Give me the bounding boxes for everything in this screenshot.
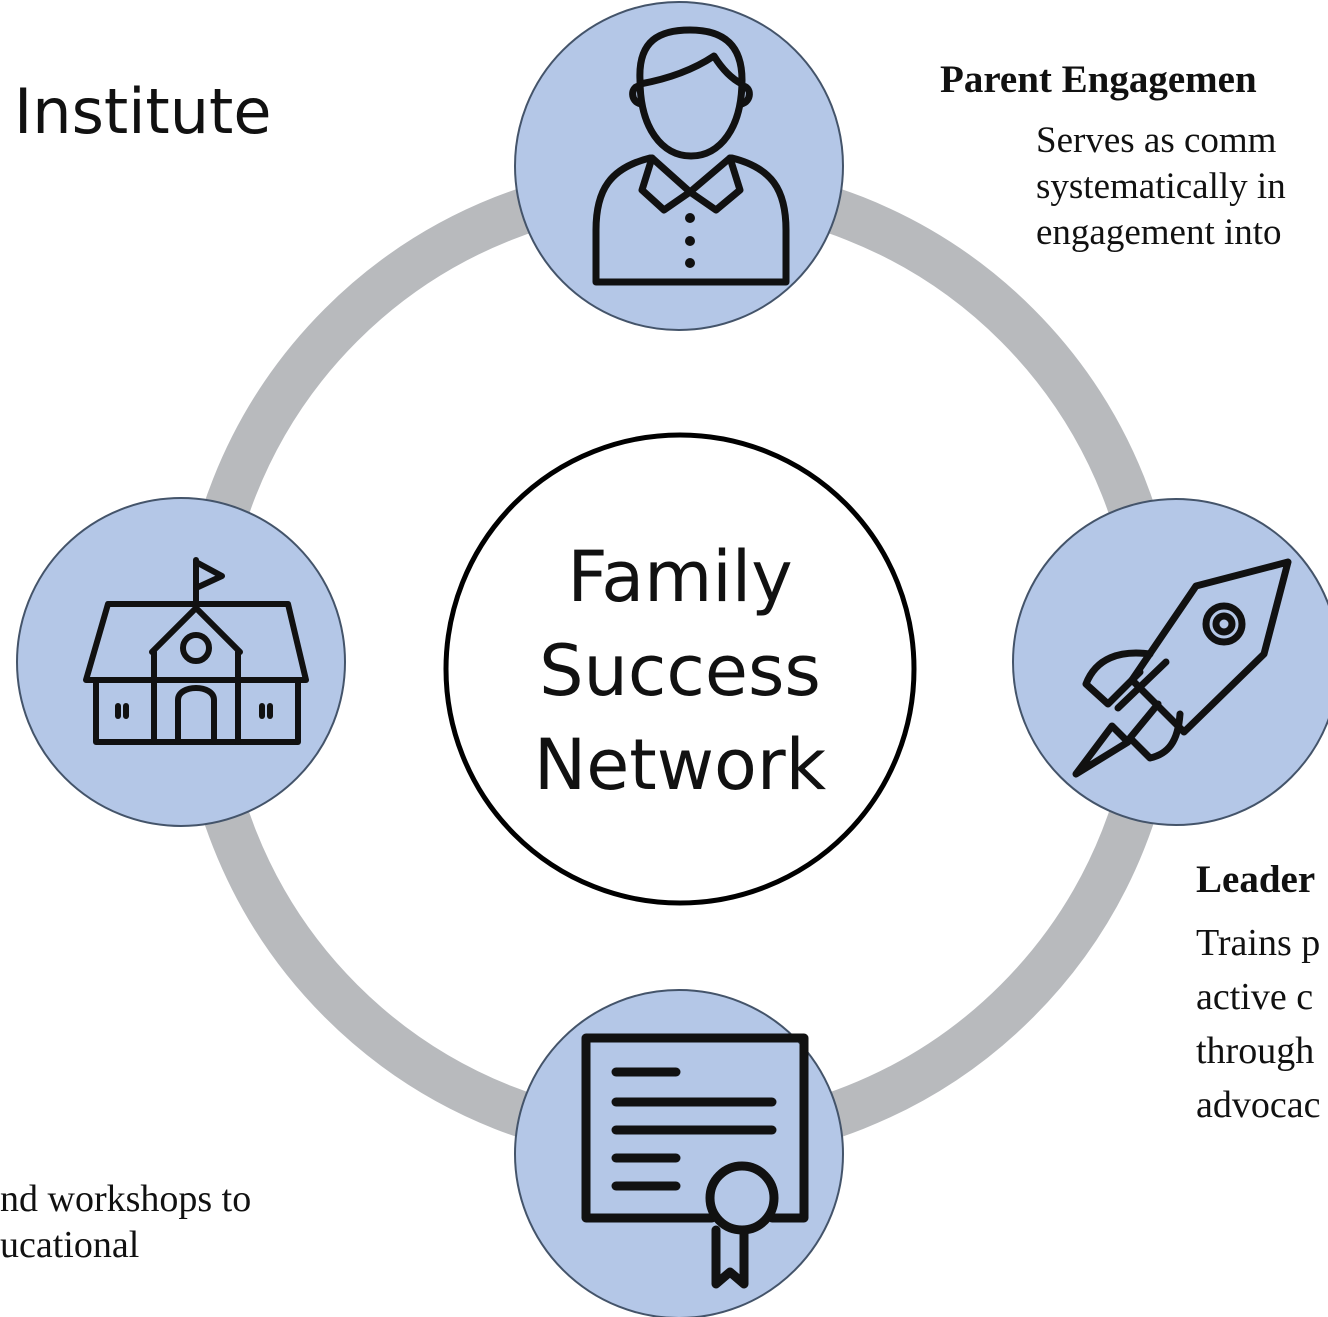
person-icon xyxy=(592,26,790,286)
description-line: Trains p xyxy=(1196,922,1321,964)
description-line: systematically in xyxy=(1036,166,1286,207)
center-label-line: Family xyxy=(567,536,793,618)
rocket-icon xyxy=(1072,558,1292,778)
center-label: Family Success Network xyxy=(450,530,910,812)
description-line: nd workshops to xyxy=(0,1178,252,1220)
node-right xyxy=(1012,498,1328,826)
leadership-description: Trains p active c through advocac xyxy=(1196,916,1320,1132)
parent-engagement-description: Serves as comm systematically in engagem… xyxy=(1036,118,1286,256)
center-label-line: Success xyxy=(539,630,821,712)
workshops-description: nd workshops to ucational xyxy=(0,1176,251,1268)
node-left xyxy=(16,497,346,827)
title-fragment: Institute xyxy=(14,75,272,148)
certificate-icon xyxy=(581,1033,809,1289)
description-line: Serves as comm xyxy=(1036,120,1277,161)
description-line: through xyxy=(1196,1030,1315,1072)
description-line: engagement into xyxy=(1036,212,1282,253)
description-line: active c xyxy=(1196,976,1314,1018)
node-bottom xyxy=(514,989,844,1317)
parent-engagement-title: Parent Engagemen xyxy=(940,58,1257,101)
description-line: advocac xyxy=(1196,1084,1321,1126)
node-top xyxy=(514,1,844,331)
school-building-icon xyxy=(83,557,309,745)
center-circle xyxy=(443,432,917,906)
leadership-title: Leader xyxy=(1196,858,1316,901)
center-label-line: Network xyxy=(533,724,827,806)
description-line: ucational xyxy=(0,1224,140,1266)
